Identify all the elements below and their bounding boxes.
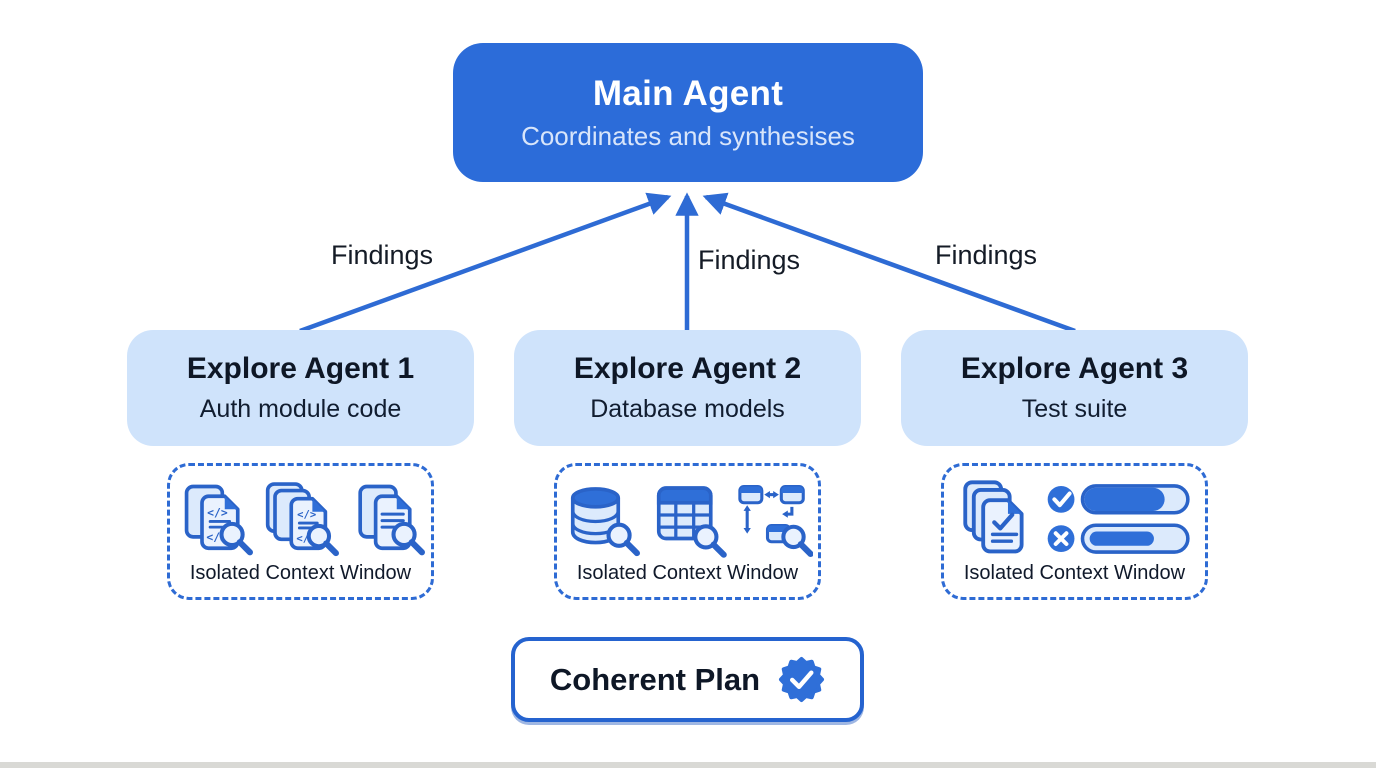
schema-diagram-search-icon [735, 480, 813, 558]
main-agent-title: Main Agent [592, 73, 784, 113]
database-search-icon [563, 480, 641, 558]
context-window-3-icons [955, 476, 1195, 562]
context-window-3: Isolated Context Window [941, 463, 1208, 600]
text-document-search-icon [348, 480, 426, 558]
code-documents-search-icon [262, 480, 340, 558]
explore-agent-3-subtitle: Test suite [1021, 395, 1128, 423]
explore-agent-2-subtitle: Database models [590, 395, 785, 423]
explore-agent-1-title: Explore Agent 1 [186, 352, 415, 385]
findings-label-2: Findings [698, 245, 801, 275]
checked-documents-icon [955, 478, 1037, 560]
main-agent-subtitle: Coordinates and synthesises [521, 120, 855, 151]
explore-agent-3-title: Explore Agent 3 [960, 352, 1189, 385]
context-window-1-label: Isolated Context Window [189, 562, 412, 584]
coherent-plan-label: Coherent Plan [549, 661, 761, 697]
explore-agent-2-node: Explore Agent 2 Database models [514, 330, 861, 446]
table-search-icon [649, 480, 727, 558]
findings-label-1: Findings [331, 240, 434, 270]
explore-agent-2-title: Explore Agent 2 [573, 352, 802, 385]
findings-label-3: Findings [935, 240, 1038, 270]
explore-agent-1-node: Explore Agent 1 Auth module code [127, 330, 474, 446]
verified-check-badge-icon [778, 656, 825, 703]
bottom-gray-bar [0, 762, 1376, 768]
context-window-1: Isolated Context Window [167, 463, 434, 600]
coherent-plan-node: Coherent Plan [511, 637, 864, 722]
explore-agent-3-node: Explore Agent 3 Test suite [901, 330, 1248, 446]
context-window-2-label: Isolated Context Window [576, 562, 799, 584]
code-document-search-icon [176, 480, 254, 558]
context-window-2: Isolated Context Window [554, 463, 821, 600]
main-agent-node: Main Agent Coordinates and synthesises [453, 43, 923, 182]
context-window-1-icons [176, 476, 426, 562]
context-window-2-icons [563, 476, 813, 562]
explore-agent-1-subtitle: Auth module code [199, 395, 402, 423]
test-results-progress-icon [1045, 479, 1195, 559]
context-window-3-label: Isolated Context Window [963, 562, 1186, 584]
